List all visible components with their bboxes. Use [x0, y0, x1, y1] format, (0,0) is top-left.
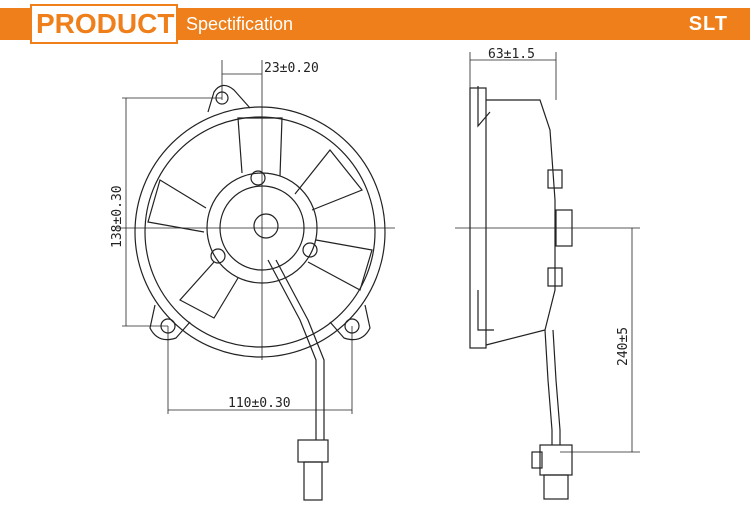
side-clip-top — [477, 86, 491, 128]
front-view — [134, 84, 386, 501]
fan-housing-outer — [134, 106, 386, 358]
wire-connector — [297, 439, 329, 463]
front-center-lines — [115, 100, 395, 360]
side-screw-bottom — [547, 267, 563, 287]
section-label: Spectification — [186, 14, 294, 34]
fan-blade-5 — [179, 261, 239, 319]
fan-hub-center — [253, 213, 279, 239]
side-view — [469, 86, 573, 500]
side-wire — [544, 329, 553, 445]
fan-wire — [267, 259, 317, 440]
dim-bottom-label: 110±0.30 — [228, 396, 291, 411]
fan-blade-2 — [294, 149, 363, 211]
side-dimensions — [455, 52, 640, 453]
product-title-box — [30, 4, 178, 44]
side-dim-wire-label: 240±5 — [616, 327, 631, 366]
side-screw-top — [547, 169, 563, 189]
dim-top-label: 23±0.20 — [264, 61, 319, 76]
side-wire-2 — [552, 329, 561, 445]
brand-logo: SLT — [688, 13, 728, 35]
side-connector-latch — [531, 451, 543, 469]
mount-lug-top — [207, 84, 251, 113]
fan-housing-inner — [144, 116, 376, 348]
header-bar: PRODUCT Spectification SLT — [0, 0, 750, 47]
fan-blade-4 — [147, 179, 207, 233]
fan-blade-1 — [237, 117, 283, 177]
side-connector — [539, 444, 573, 476]
front-dimensions — [122, 60, 353, 414]
fan-blade-3 — [307, 239, 373, 291]
hub-screw-right — [302, 242, 318, 258]
mount-lug-left — [149, 304, 191, 341]
side-connector-plug — [543, 474, 569, 500]
side-clip-bottom — [477, 290, 494, 331]
wire-connector-plug — [303, 461, 323, 501]
dim-height-label: 138±0.30 — [110, 185, 125, 248]
page-title: PRODUCT — [36, 8, 175, 39]
hub-screw-left — [210, 248, 226, 264]
fan-wire-2 — [275, 259, 325, 440]
technical-drawing: 23±0.20 138±0.30 110±0.30 63±1.5 240±5 — [110, 47, 640, 501]
side-motor-body — [485, 99, 556, 346]
mount-lug-right — [329, 304, 371, 341]
hub-screw-top — [250, 170, 266, 186]
side-dim-top-label: 63±1.5 — [488, 47, 535, 62]
